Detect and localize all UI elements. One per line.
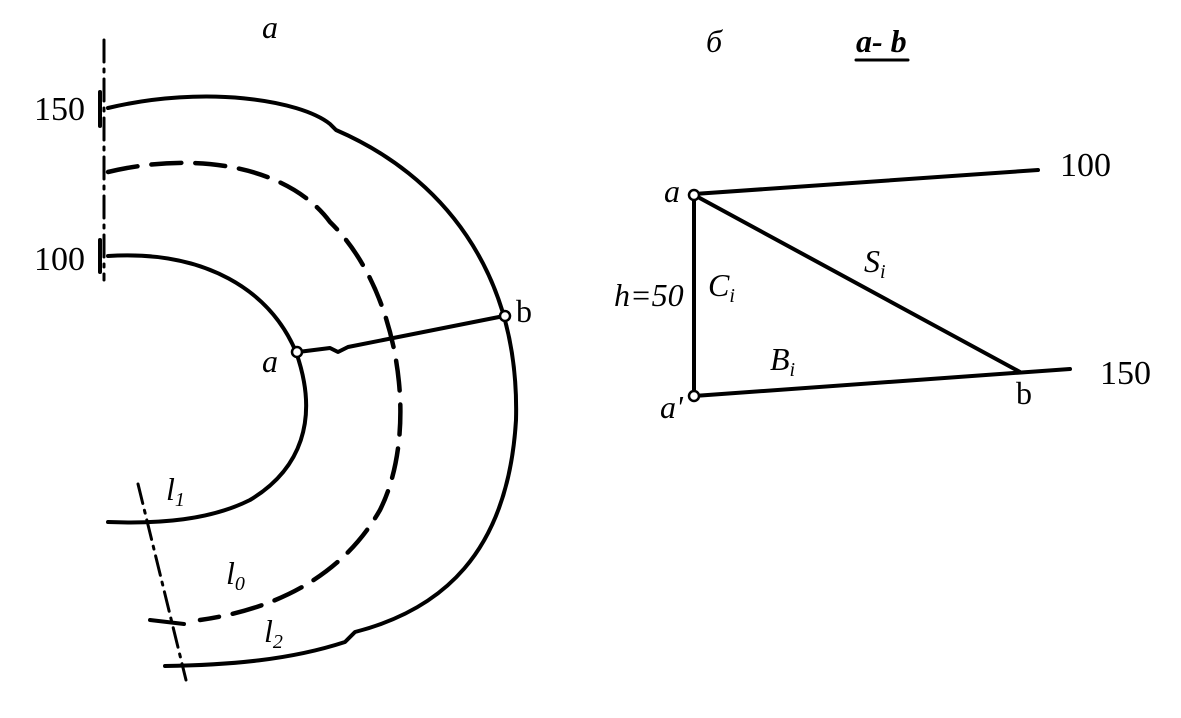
height-label: h=50 [614,277,684,313]
profile-line [136,482,188,682]
hypotenuse-a-b [694,194,1022,374]
outer-contour-150 [106,94,519,668]
ci-label: Ci [708,267,735,307]
point-b-label-b: b [1016,375,1032,411]
inner-contour-100 [106,253,309,525]
point-a-prime-label: a' [660,389,684,425]
point-a-label-b: a [664,173,680,209]
contour-label-150: 150 [34,91,85,128]
l1-label: l1 [166,471,185,511]
level-label-150: 150 [1100,355,1151,392]
l0-label: l0 [226,555,245,595]
si-label: Si [864,243,886,283]
point-b-label: b [516,293,532,329]
panel-b-title: б [706,23,723,59]
level-line-100 [692,168,1040,196]
panel-b: б a- b 100 150 a a' b h=50 Ci Si Bi [614,23,1151,425]
panel-a-title: а [262,9,278,45]
l2-label: l2 [264,613,283,653]
line-a-b [296,314,506,354]
profile-tick [148,618,186,626]
point-a-label: a [262,343,278,379]
contour-label-100: 100 [34,241,85,278]
point-a-marker [290,345,304,359]
point-a-marker-b [687,188,701,202]
panel-a: а 150 100 a b l1 l0 l2 [34,9,532,682]
point-a-prime-marker [687,389,701,403]
level-line-150 [692,367,1072,398]
bi-label: Bi [770,341,795,381]
point-b-marker [498,309,512,323]
section-title: a- b [856,23,907,59]
level-label-100: 100 [1060,147,1111,184]
middle-contour-l0 [105,160,403,623]
